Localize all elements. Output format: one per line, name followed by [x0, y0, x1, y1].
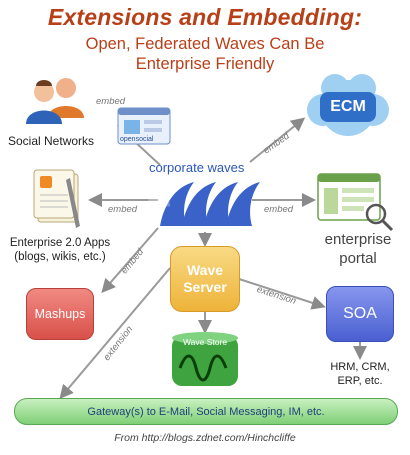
mashups-node: Mashups	[26, 288, 94, 340]
soa-targets-label: HRM, CRM, ERP, etc.	[326, 360, 394, 388]
edge-extension-gateway	[59, 267, 171, 400]
enterprise-portal-line-2: portal	[339, 250, 377, 267]
enterprise-apps-label: Enterprise 2.0 Apps (blogs, wikis, etc.)	[6, 236, 114, 264]
social-networks-icon	[26, 78, 84, 124]
wave-server-node: Wave Server	[170, 246, 240, 312]
social-networks-label: Social Networks	[8, 134, 95, 148]
edge-label-embed-social: embed	[96, 96, 126, 107]
source-credit: From http://blogs.zdnet.com/Hinchcliffe	[114, 432, 296, 444]
wave-store-icon	[172, 332, 238, 386]
edge-embed-ecm	[249, 117, 306, 163]
ecm-cloud-icon	[307, 74, 389, 136]
corporate-waves-label: corporate waves	[149, 160, 245, 175]
diagram-subtitle: Open, Federated Waves Can Be Enterprise …	[0, 34, 410, 74]
subtitle-line-2: Enterprise Friendly	[135, 55, 275, 73]
diagram-title: Extensions and Embedding:	[47, 4, 363, 30]
gateway-bar: Gateway(s) to E-Mail, Social Messaging, …	[14, 398, 398, 425]
soa-node: SOA	[326, 286, 394, 342]
enterprise-portal-label: enterprise portal	[318, 230, 398, 268]
edge-server-soa	[235, 277, 326, 310]
subtitle-line-1: Open, Federated Waves Can Be	[85, 35, 325, 53]
enterprise-portal-icon	[317, 173, 394, 232]
edge-label-embed-portal: embed	[264, 204, 294, 215]
opensocial-label: opensocial	[120, 136, 154, 143]
enterprise-portal-line-1: enterprise	[324, 231, 392, 248]
soa-targets-line-2: ERP, etc.	[337, 375, 383, 387]
edge-embed-mashups	[101, 227, 159, 294]
wave-store-label: Wave Store	[182, 337, 228, 347]
enterprise-apps-line-2: (blogs, wikis, etc.)	[14, 251, 106, 263]
enterprise-apps-line-1: Enterprise 2.0 Apps	[9, 237, 111, 249]
opensocial-icon	[117, 107, 171, 145]
wave-server-line-2: Server	[183, 279, 227, 295]
soa-targets-line-1: HRM, CRM,	[330, 361, 390, 373]
corporate-waves-icon	[147, 166, 260, 226]
wave-server-line-1: Wave	[186, 262, 224, 278]
edge-label-embed-apps: embed	[108, 204, 138, 215]
ecm-label: ECM	[330, 98, 366, 115]
enterprise-apps-icon	[33, 169, 80, 228]
